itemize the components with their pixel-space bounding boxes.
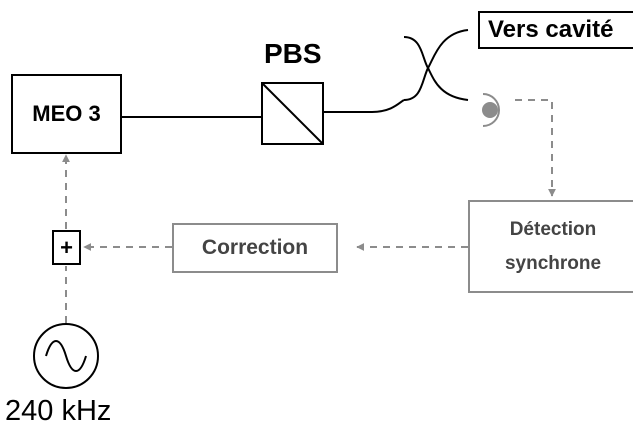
meo-box: MEO 3: [11, 74, 122, 154]
pbs-diagonal: [261, 82, 324, 145]
detection-box: Détection synchrone: [468, 200, 633, 293]
detection-label-line2: synchrone: [504, 252, 602, 274]
frequency-label: 240 kHz: [5, 395, 112, 427]
output-box: Vers cavité: [478, 11, 633, 49]
adder-box: +: [52, 230, 81, 265]
fiber-coupler-upper: [403, 29, 469, 70]
correction-label: Correction: [201, 236, 309, 259]
beam-pbs-coupler: [323, 99, 405, 113]
sine-wave-icon: [45, 340, 87, 372]
output-label: Vers cavité: [488, 16, 614, 43]
correction-box: Correction: [172, 223, 338, 273]
photodetector-arc: [482, 93, 500, 127]
meo-label: MEO 3: [32, 101, 101, 126]
fiber-coupler-lower: [403, 65, 469, 101]
pbs-label: PBS: [264, 38, 322, 69]
adder-symbol: +: [60, 234, 73, 260]
detection-label-line1: Détection: [509, 218, 597, 240]
feedback-detector-to-detection: [515, 99, 556, 197]
photodetector-dot: [482, 102, 498, 118]
